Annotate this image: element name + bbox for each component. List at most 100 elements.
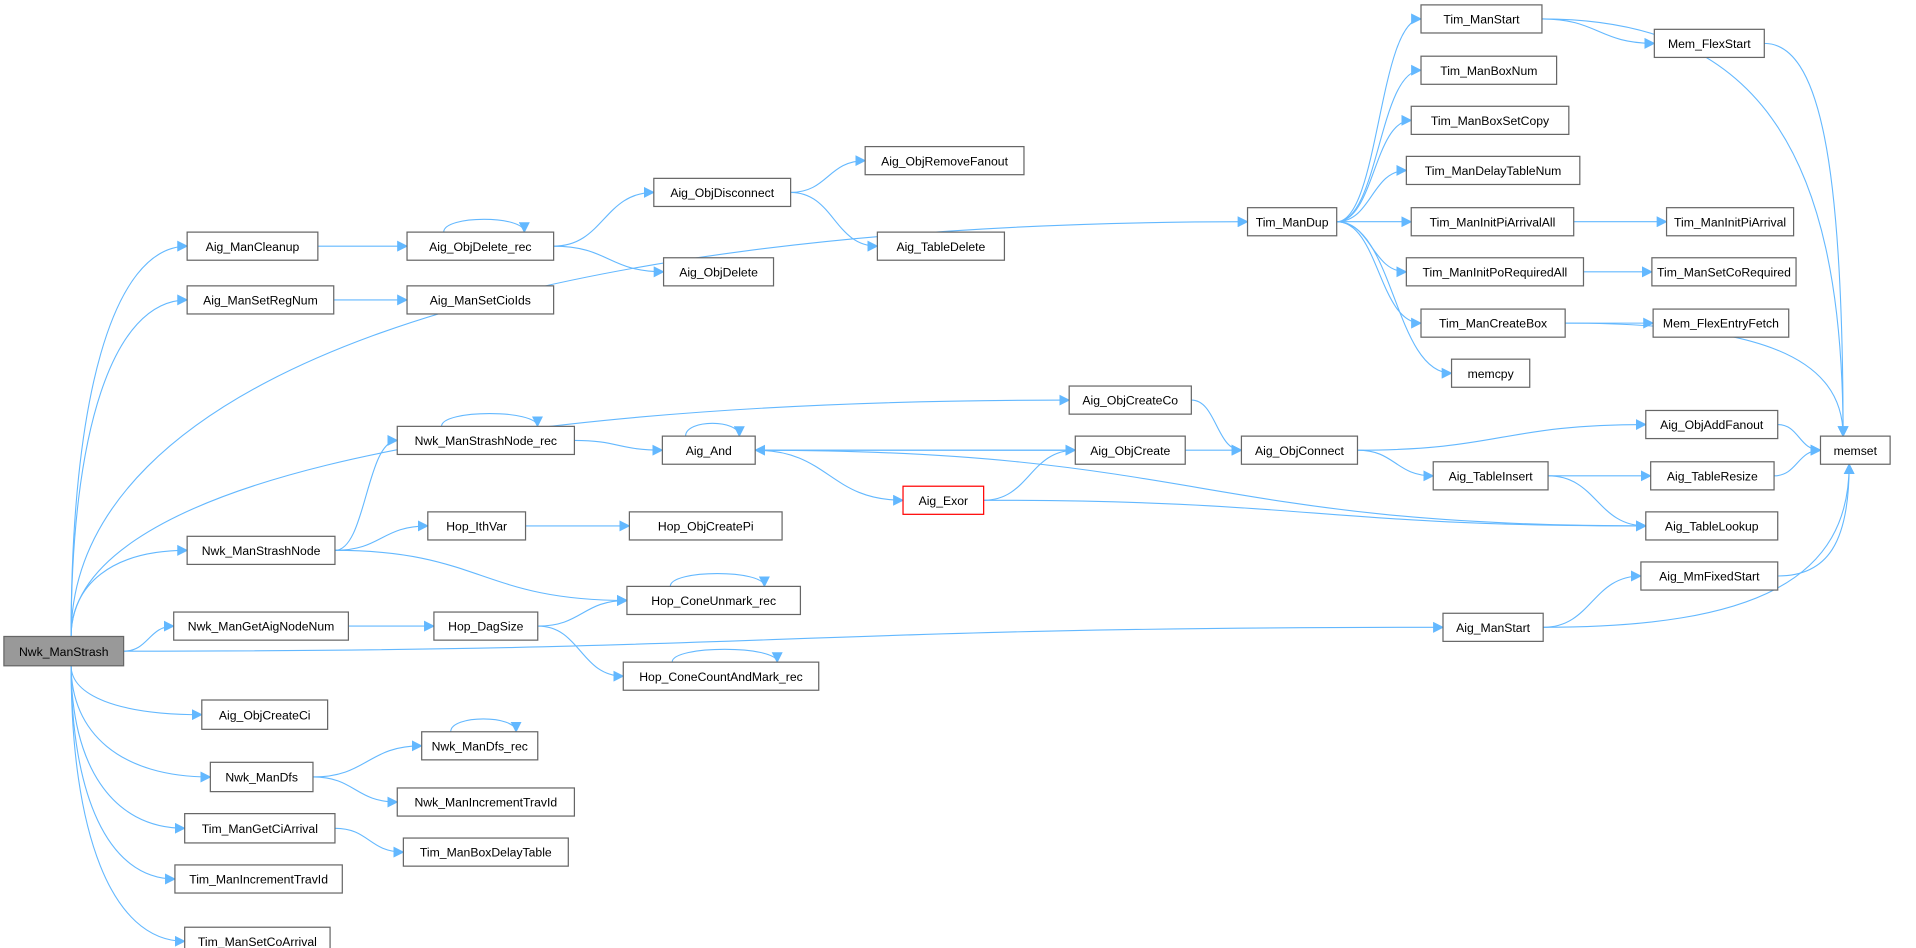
node-setcoarrival[interactable]: Tim_ManSetCoArrival bbox=[184, 926, 331, 948]
node-label: Aig_ObjConnect bbox=[1255, 444, 1344, 458]
node-timinctrav[interactable]: Tim_ManIncrementTravId bbox=[174, 864, 343, 894]
edge-objdeleterec-to-objdelete bbox=[553, 245, 665, 278]
node-box bbox=[1420, 55, 1558, 85]
node-flexstart[interactable]: Mem_FlexStart bbox=[1653, 28, 1765, 59]
node-flexentry[interactable]: Mem_FlexEntryFetch bbox=[1652, 308, 1790, 338]
node-coneunmark[interactable]: Hop_ConeUnmark_rec bbox=[626, 585, 802, 616]
edge-tableinsert-to-tablelookup bbox=[1548, 475, 1647, 532]
node-createbox[interactable]: Tim_ManCreateBox bbox=[1420, 308, 1566, 338]
node-getaignodenum[interactable]: Nwk_ManGetAigNodeNum bbox=[173, 611, 350, 641]
node-tableresize[interactable]: Aig_TableResize bbox=[1650, 461, 1775, 491]
node-label: Hop_ConeCountAndMark_rec bbox=[639, 670, 802, 684]
edge-tableresize-to-memset bbox=[1774, 444, 1822, 477]
node-boxdelaytable[interactable]: Tim_ManBoxDelayTable bbox=[402, 837, 569, 867]
node-label: Nwk_ManGetAigNodeNum bbox=[188, 620, 334, 634]
node-box bbox=[1420, 308, 1566, 338]
node-timdup[interactable]: Tim_ManDup bbox=[1246, 207, 1338, 237]
node-setcoreq[interactable]: Tim_ManSetCoRequired bbox=[1651, 257, 1797, 287]
node-createpi[interactable]: Hop_ObjCreatePi bbox=[628, 511, 783, 541]
node-objcreate[interactable]: Aig_ObjCreate bbox=[1074, 435, 1186, 465]
node-box bbox=[1645, 511, 1779, 541]
node-tabledelete[interactable]: Aig_TableDelete bbox=[876, 231, 1006, 261]
edge-strashnoderec-to-strashnoderec bbox=[440, 412, 543, 428]
node-createco[interactable]: Aig_ObjCreateCo bbox=[1068, 385, 1192, 415]
node-tableinsert[interactable]: Aig_TableInsert bbox=[1432, 461, 1549, 491]
node-box bbox=[1432, 461, 1549, 491]
node-delaytablenum[interactable]: Tim_ManDelayTableNum bbox=[1405, 155, 1581, 186]
node-label: Mem_FlexStart bbox=[1668, 37, 1751, 51]
edge-timdup-to-createbox bbox=[1336, 221, 1423, 329]
node-removefanout[interactable]: Aig_ObjRemoveFanout bbox=[864, 145, 1025, 176]
edge-aigexor-to-tablelookup bbox=[983, 499, 1647, 532]
node-box bbox=[1640, 561, 1779, 591]
node-box bbox=[396, 425, 576, 456]
node-addfanout[interactable]: Aig_ObjAddFanout bbox=[1645, 409, 1779, 440]
node-objdisconnect[interactable]: Aig_ObjDisconnect bbox=[653, 177, 792, 208]
node-objdeleterec[interactable]: Aig_ObjDelete_rec bbox=[406, 231, 555, 261]
node-memset[interactable]: memset bbox=[1819, 435, 1891, 465]
node-conecount[interactable]: Hop_ConeCountAndMark_rec bbox=[622, 661, 820, 691]
node-label: Hop_ObjCreatePi bbox=[658, 520, 754, 534]
node-dagsize[interactable]: Hop_DagSize bbox=[433, 611, 539, 641]
edge-aigand-to-aigexor bbox=[755, 449, 905, 506]
node-label: Tim_ManDelayTableNum bbox=[1425, 164, 1562, 178]
node-nwkdfsrec[interactable]: Nwk_ManDfs_rec bbox=[421, 731, 539, 761]
node-strashnoderec[interactable]: Nwk_ManStrashNode_rec bbox=[396, 425, 576, 456]
edge-objdisconnect-to-tabledelete bbox=[790, 191, 879, 252]
node-label: Tim_ManInitPoRequiredAll bbox=[1423, 265, 1568, 279]
node-label: Tim_ManBoxDelayTable bbox=[420, 846, 552, 860]
node-tablelookup[interactable]: Aig_TableLookup bbox=[1645, 511, 1779, 541]
node-strashnode[interactable]: Nwk_ManStrashNode bbox=[186, 535, 336, 566]
edge-objdeleterec-to-objdeleterec bbox=[443, 218, 530, 234]
edge-aigexor-to-objcreate bbox=[983, 444, 1077, 501]
edge-dagsize-to-conecount bbox=[537, 625, 625, 682]
node-label: Aig_ManSetCioIds bbox=[430, 294, 531, 308]
node-boxsetcopy[interactable]: Tim_ManBoxSetCopy bbox=[1410, 105, 1570, 135]
node-boxnum[interactable]: Tim_ManBoxNum bbox=[1420, 55, 1558, 85]
node-cleanup[interactable]: Aig_ManCleanup bbox=[186, 231, 319, 261]
edge-aigand-to-aigand bbox=[685, 422, 745, 438]
node-label: Tim_ManBoxSetCopy bbox=[1431, 114, 1550, 128]
node-nwkdfs[interactable]: Nwk_ManDfs bbox=[209, 761, 314, 793]
node-box bbox=[421, 731, 539, 761]
edge-flexstart-to-memset bbox=[1764, 42, 1849, 438]
node-label: Hop_IthVar bbox=[446, 520, 507, 534]
node-box bbox=[396, 787, 576, 817]
node-label: Tim_ManBoxNum bbox=[1440, 64, 1537, 78]
node-objdelete[interactable]: Aig_ObjDelete bbox=[662, 257, 775, 287]
node-box bbox=[1650, 461, 1775, 491]
node-setregnum[interactable]: Aig_ManSetRegNum bbox=[186, 285, 335, 315]
node-box bbox=[1405, 155, 1581, 186]
node-nwkinctrav[interactable]: Nwk_ManIncrementTravId bbox=[396, 787, 576, 817]
edge-strash-to-timdup bbox=[70, 216, 1249, 637]
edge-objconnect-to-tableinsert bbox=[1357, 449, 1435, 482]
node-memcpy[interactable]: memcpy bbox=[1450, 358, 1531, 388]
edges-layer bbox=[70, 13, 1855, 947]
node-label: Mem_FlexEntryFetch bbox=[1663, 317, 1779, 331]
node-createci[interactable]: Aig_ObjCreateCi bbox=[201, 699, 329, 730]
node-initpiall[interactable]: Tim_ManInitPiArrivalAll bbox=[1410, 207, 1575, 237]
node-getciarrival[interactable]: Tim_ManGetCiArrival bbox=[184, 813, 336, 844]
node-box bbox=[622, 661, 820, 691]
node-timstart[interactable]: Tim_ManStart bbox=[1420, 4, 1543, 34]
node-aigstart[interactable]: Aig_ManStart bbox=[1442, 612, 1544, 642]
node-strash[interactable]: Nwk_ManStrash bbox=[3, 635, 125, 667]
node-box bbox=[1651, 257, 1797, 287]
node-aigand[interactable]: Aig_And bbox=[661, 435, 756, 465]
node-ithvar[interactable]: Hop_IthVar bbox=[427, 511, 527, 541]
node-mmfixed[interactable]: Aig_MmFixedStart bbox=[1640, 561, 1779, 591]
node-aigexor[interactable]: Aig_Exor bbox=[902, 485, 985, 515]
node-initpi[interactable]: Tim_ManInitPiArrival bbox=[1665, 207, 1795, 237]
node-setcioids[interactable]: Aig_ManSetCioIds bbox=[406, 285, 555, 315]
edge-aigand-to-tablelookup bbox=[755, 449, 1647, 532]
node-label: Tim_ManSetCoArrival bbox=[198, 935, 317, 948]
node-label: Nwk_ManStrash bbox=[19, 645, 109, 659]
node-label: Aig_ObjDelete_rec bbox=[429, 240, 531, 254]
edge-timdup-to-memcpy bbox=[1336, 221, 1453, 379]
node-initpoall[interactable]: Tim_ManInitPoRequiredAll bbox=[1405, 257, 1585, 287]
node-box bbox=[1442, 612, 1544, 642]
edge-aigstart-to-mmfixed bbox=[1543, 570, 1643, 628]
node-box bbox=[402, 837, 569, 867]
node-objconnect[interactable]: Aig_ObjConnect bbox=[1240, 435, 1359, 465]
node-label: Tim_ManInitPiArrivalAll bbox=[1430, 215, 1556, 229]
